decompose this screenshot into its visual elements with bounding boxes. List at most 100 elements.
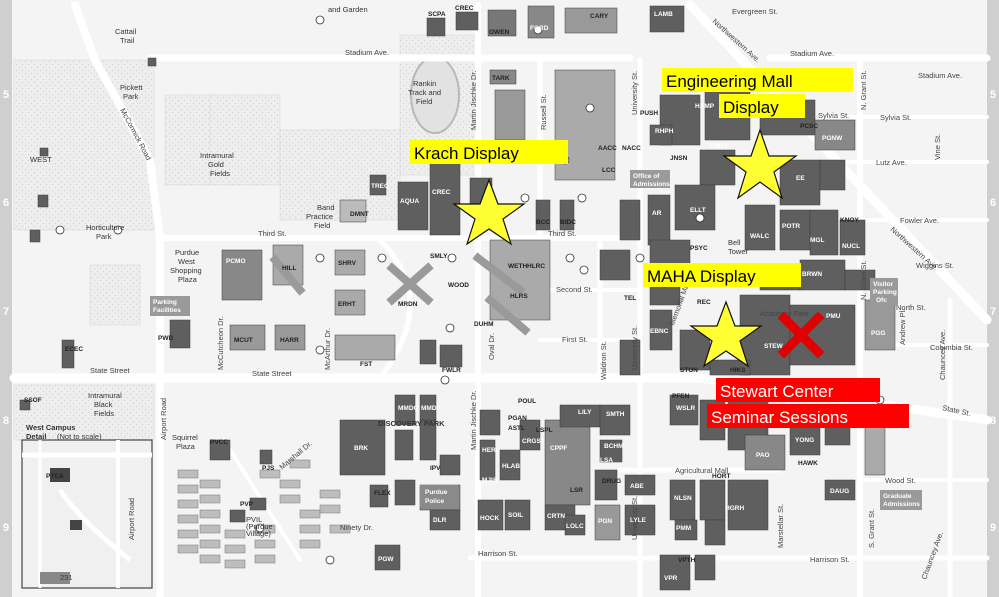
street-label: Agricultural Mall — [675, 466, 729, 475]
building-label: LILY — [578, 409, 592, 416]
building-label: STEW — [764, 343, 784, 350]
building-label: WSLR — [676, 405, 695, 412]
street-label: McCutcheon Dr. — [216, 316, 225, 370]
area-label: Intramural — [88, 391, 122, 400]
grid-row-right: 8 — [990, 415, 996, 427]
building-label: TREC — [371, 183, 389, 190]
building-label: PGN — [598, 518, 612, 525]
building-label: HIKS — [730, 367, 746, 374]
area-label: Black — [94, 400, 113, 409]
area-label: (Purdue — [246, 522, 273, 531]
building-label: OWEN — [489, 29, 510, 36]
info-label: Facilities — [153, 307, 181, 314]
area-label: Intramural — [200, 151, 234, 160]
area-label: Fields — [210, 169, 230, 178]
building-label: POTR — [782, 223, 800, 230]
area-label: DISCOVERY PARK — [378, 419, 445, 428]
callout-highlight — [716, 378, 880, 402]
right-grid-bar — [987, 0, 999, 597]
building-label: AR — [652, 210, 662, 217]
street-label: Sylvia St. — [818, 111, 849, 120]
building-label: HLRC — [527, 263, 545, 270]
street-label: Fowler Ave. — [900, 216, 939, 225]
grid-row-left: 9 — [3, 522, 9, 534]
grid-labels-right: 5 6 7 8 9 — [990, 89, 996, 534]
building-label: YONG — [795, 437, 814, 444]
building-label: HLRS — [510, 293, 528, 300]
street-label: Wood St. — [885, 476, 916, 485]
building-labels: SCPA CREC OWEN FORD CARY LAMB TARK HAMP … — [24, 5, 885, 582]
building-label: EBNC — [650, 328, 669, 335]
info-label: Police — [425, 498, 445, 505]
grid-row-right: 7 — [990, 306, 996, 318]
grid-row-right: 5 — [990, 89, 996, 101]
info-label: Admissions — [883, 501, 920, 508]
building-label: PVP — [240, 501, 254, 508]
building-label: SOIL — [508, 512, 523, 519]
area-label: Trail — [120, 36, 135, 45]
street-label: University St. — [630, 71, 639, 115]
building-label: JNSN — [670, 155, 688, 162]
building-label: HLAB — [502, 463, 520, 470]
street-label: Stadium Ave. — [790, 49, 834, 58]
grid-row-left: 5 — [3, 89, 9, 101]
building-label: DRUG — [602, 478, 621, 485]
callout-highlight — [643, 263, 801, 287]
building-label: LSPL — [536, 427, 553, 434]
area-label: Gold — [208, 160, 224, 169]
close-icon — [777, 311, 825, 359]
building-label: CRGS — [522, 438, 541, 445]
street-label: North St. — [896, 303, 926, 312]
building-label: BCHM — [604, 443, 624, 450]
area-label: Plaza — [178, 275, 198, 284]
building-label: FST — [360, 361, 372, 368]
building-label: HERL — [482, 447, 500, 454]
building-label: LOLC — [566, 523, 584, 530]
building-label: PCMO — [226, 258, 246, 265]
callout-label: Krach Display — [414, 144, 519, 163]
building-label: PCSC — [800, 123, 818, 130]
street-label: Oval Dr. — [487, 333, 496, 360]
building-label: SMLY — [430, 253, 448, 260]
street-label: Lutz Ave. — [876, 158, 907, 167]
building-label: MJIS — [482, 477, 498, 484]
building-label: LSA — [600, 457, 613, 464]
building-label: RHPH — [655, 128, 674, 135]
street-label: Third St. — [548, 229, 576, 238]
street-label: Harrison St. — [478, 549, 518, 558]
street-label: State Street — [90, 366, 131, 375]
building-label: FRNY — [710, 143, 728, 150]
area-label: 231 — [60, 573, 73, 582]
info-label: Purdue — [425, 489, 448, 496]
street-label: Airport Road — [127, 498, 136, 540]
building-label: CPPF — [550, 445, 567, 452]
info-boxes: Parking Facilities Purdue Police Visitor… — [150, 170, 922, 510]
area-label: PVIL — [246, 515, 262, 524]
building-label: VPTH — [678, 557, 696, 564]
building-label: CRTN — [547, 513, 565, 520]
building-label: EE — [796, 175, 805, 182]
area-label: Horticulture — [86, 223, 124, 232]
building-label: SMTH — [606, 411, 625, 418]
building-label: MMDC — [398, 405, 419, 412]
area-label: Purdue — [175, 248, 199, 257]
area-label: Field — [416, 97, 432, 106]
star-icon — [452, 178, 526, 246]
info-label: Visitor — [873, 281, 894, 288]
area-label: Bell — [728, 238, 741, 247]
info-label: Office of — [633, 173, 660, 180]
building-label: PWD — [158, 335, 173, 342]
building-label: LAMB — [654, 11, 673, 18]
building-label: HOCK — [480, 515, 499, 522]
street-label: Vine St. — [933, 134, 942, 160]
grid-row-right: 6 — [990, 197, 996, 209]
building-label: NACC — [622, 145, 641, 152]
building-label: PMM — [676, 525, 691, 532]
grid-row-right: 9 — [990, 522, 996, 534]
building-label: BIDC — [560, 219, 576, 226]
street-label: Martin Jischke Dr. — [469, 70, 478, 130]
building-label: PGW — [378, 556, 394, 563]
area-label: Practice — [306, 212, 333, 221]
info-label: Parking — [873, 289, 897, 296]
building-label: PMU — [826, 313, 841, 320]
